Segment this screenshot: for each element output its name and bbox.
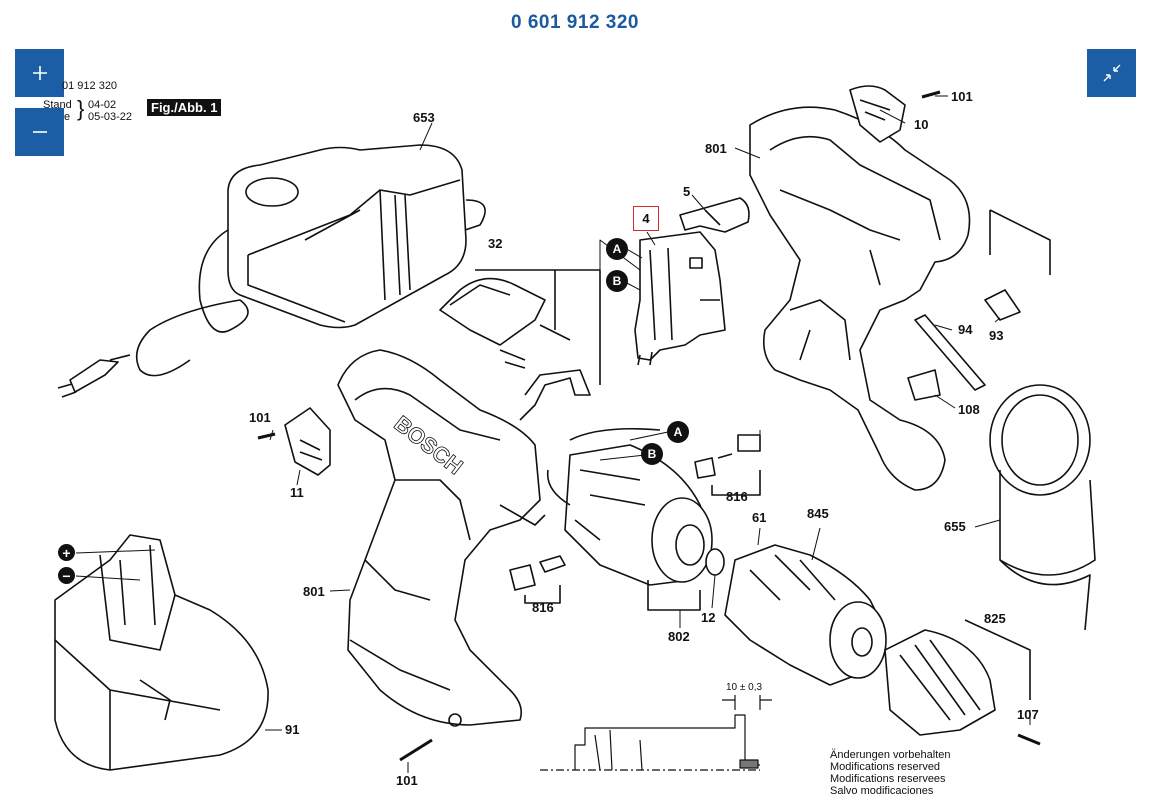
wire-b-badge: B (641, 443, 663, 465)
part-label-5[interactable]: 5 (683, 184, 691, 199)
note-line: Salvo modificaciones (830, 785, 934, 797)
part-label-101-bottom[interactable]: 101 (396, 773, 418, 788)
part-label-11[interactable]: 11 (290, 485, 304, 500)
ausgabe-label: e (64, 111, 71, 123)
part-label-816-bottom[interactable]: 816 (532, 600, 554, 615)
switch-4 (634, 231, 726, 366)
trigger-5 (679, 197, 750, 233)
note-line: Modifications reservees (830, 773, 946, 785)
part-label-801-bottom[interactable]: 801 (303, 584, 325, 599)
gearbox-61 (724, 544, 887, 686)
part-label-10[interactable]: 10 (914, 117, 929, 132)
part-label-91[interactable]: 91 (285, 722, 300, 737)
part-label-825[interactable]: 825 (984, 611, 1006, 626)
motor-802 (546, 427, 713, 611)
zoom-out-button[interactable] (15, 108, 64, 156)
part-label-107[interactable]: 107 (1017, 707, 1039, 722)
part-label-94[interactable]: 94 (958, 322, 973, 337)
part-label-653[interactable]: 653 (413, 110, 435, 125)
leader-lines (75, 95, 1031, 773)
figure-label: Fig./Abb. 1 (147, 99, 222, 116)
collapse-arrows-icon (1103, 64, 1120, 82)
housing-801-bottom (337, 349, 546, 727)
minus-icon (32, 131, 47, 133)
plus-icon (32, 66, 47, 80)
brace: } (77, 96, 85, 121)
part-label-108[interactable]: 108 (958, 402, 980, 417)
stand-value: 04-02 (88, 99, 117, 111)
part-label-61[interactable]: 61 (752, 510, 767, 525)
part-label-845[interactable]: 845 (807, 506, 829, 521)
battery-minus-icon: − (58, 567, 75, 584)
part-label-12[interactable]: 12 (701, 610, 716, 625)
screw-101-left (257, 432, 276, 440)
connector-a-badge: A (606, 238, 628, 260)
cover-10 (849, 85, 906, 143)
battery-91 (54, 534, 269, 771)
modifications-note: Änderungen vorbehalten Modifications res… (830, 749, 950, 797)
screw-101-bottom (399, 738, 433, 762)
ausgabe-value: 05-03-22 (88, 111, 133, 123)
part-label-801-top[interactable]: 801 (705, 141, 727, 156)
section-detail (540, 695, 772, 771)
stand-label: Stand (43, 99, 72, 111)
bit-93 (984, 289, 1021, 321)
brush-816-bottom (509, 555, 566, 604)
document-number: 01 912 320 (62, 80, 118, 92)
pinion-12 (705, 548, 725, 576)
brush-816-top (694, 434, 761, 496)
part-label-101-left[interactable]: 101 (249, 410, 271, 425)
part-label-93[interactable]: 93 (989, 328, 1004, 343)
screw-101-top (921, 90, 941, 99)
note-line: Änderungen vorbehalten (830, 749, 951, 761)
fullscreen-button[interactable] (1087, 49, 1136, 97)
connector-b-badge: B (606, 270, 628, 292)
part-label-655[interactable]: 655 (944, 519, 966, 534)
charger-653 (57, 144, 486, 398)
cover-11 (284, 407, 331, 476)
clip-108 (907, 369, 941, 401)
wire-a-badge: A (667, 421, 689, 443)
housing-801-top (749, 106, 971, 491)
battery-plus-icon: + (58, 544, 75, 561)
note-line: Modifications reserved (830, 761, 941, 773)
chuck-825 (884, 619, 1031, 736)
part-label-101-top[interactable]: 101 (951, 89, 973, 104)
depth-ring-655 (989, 209, 1096, 631)
part-label-802[interactable]: 802 (668, 629, 690, 644)
screw-107 (1017, 733, 1041, 746)
part-label-816-top[interactable]: 816 (726, 489, 748, 504)
part-label-4-highlighted[interactable]: 4 (633, 206, 659, 231)
zoom-in-button[interactable] (15, 49, 64, 97)
part-label-32[interactable]: 32 (488, 236, 503, 251)
page-title: 0 601 912 320 (510, 12, 639, 33)
bit-holder-94 (914, 314, 986, 391)
dimension-label: 10 ± 0,3 (726, 682, 763, 693)
